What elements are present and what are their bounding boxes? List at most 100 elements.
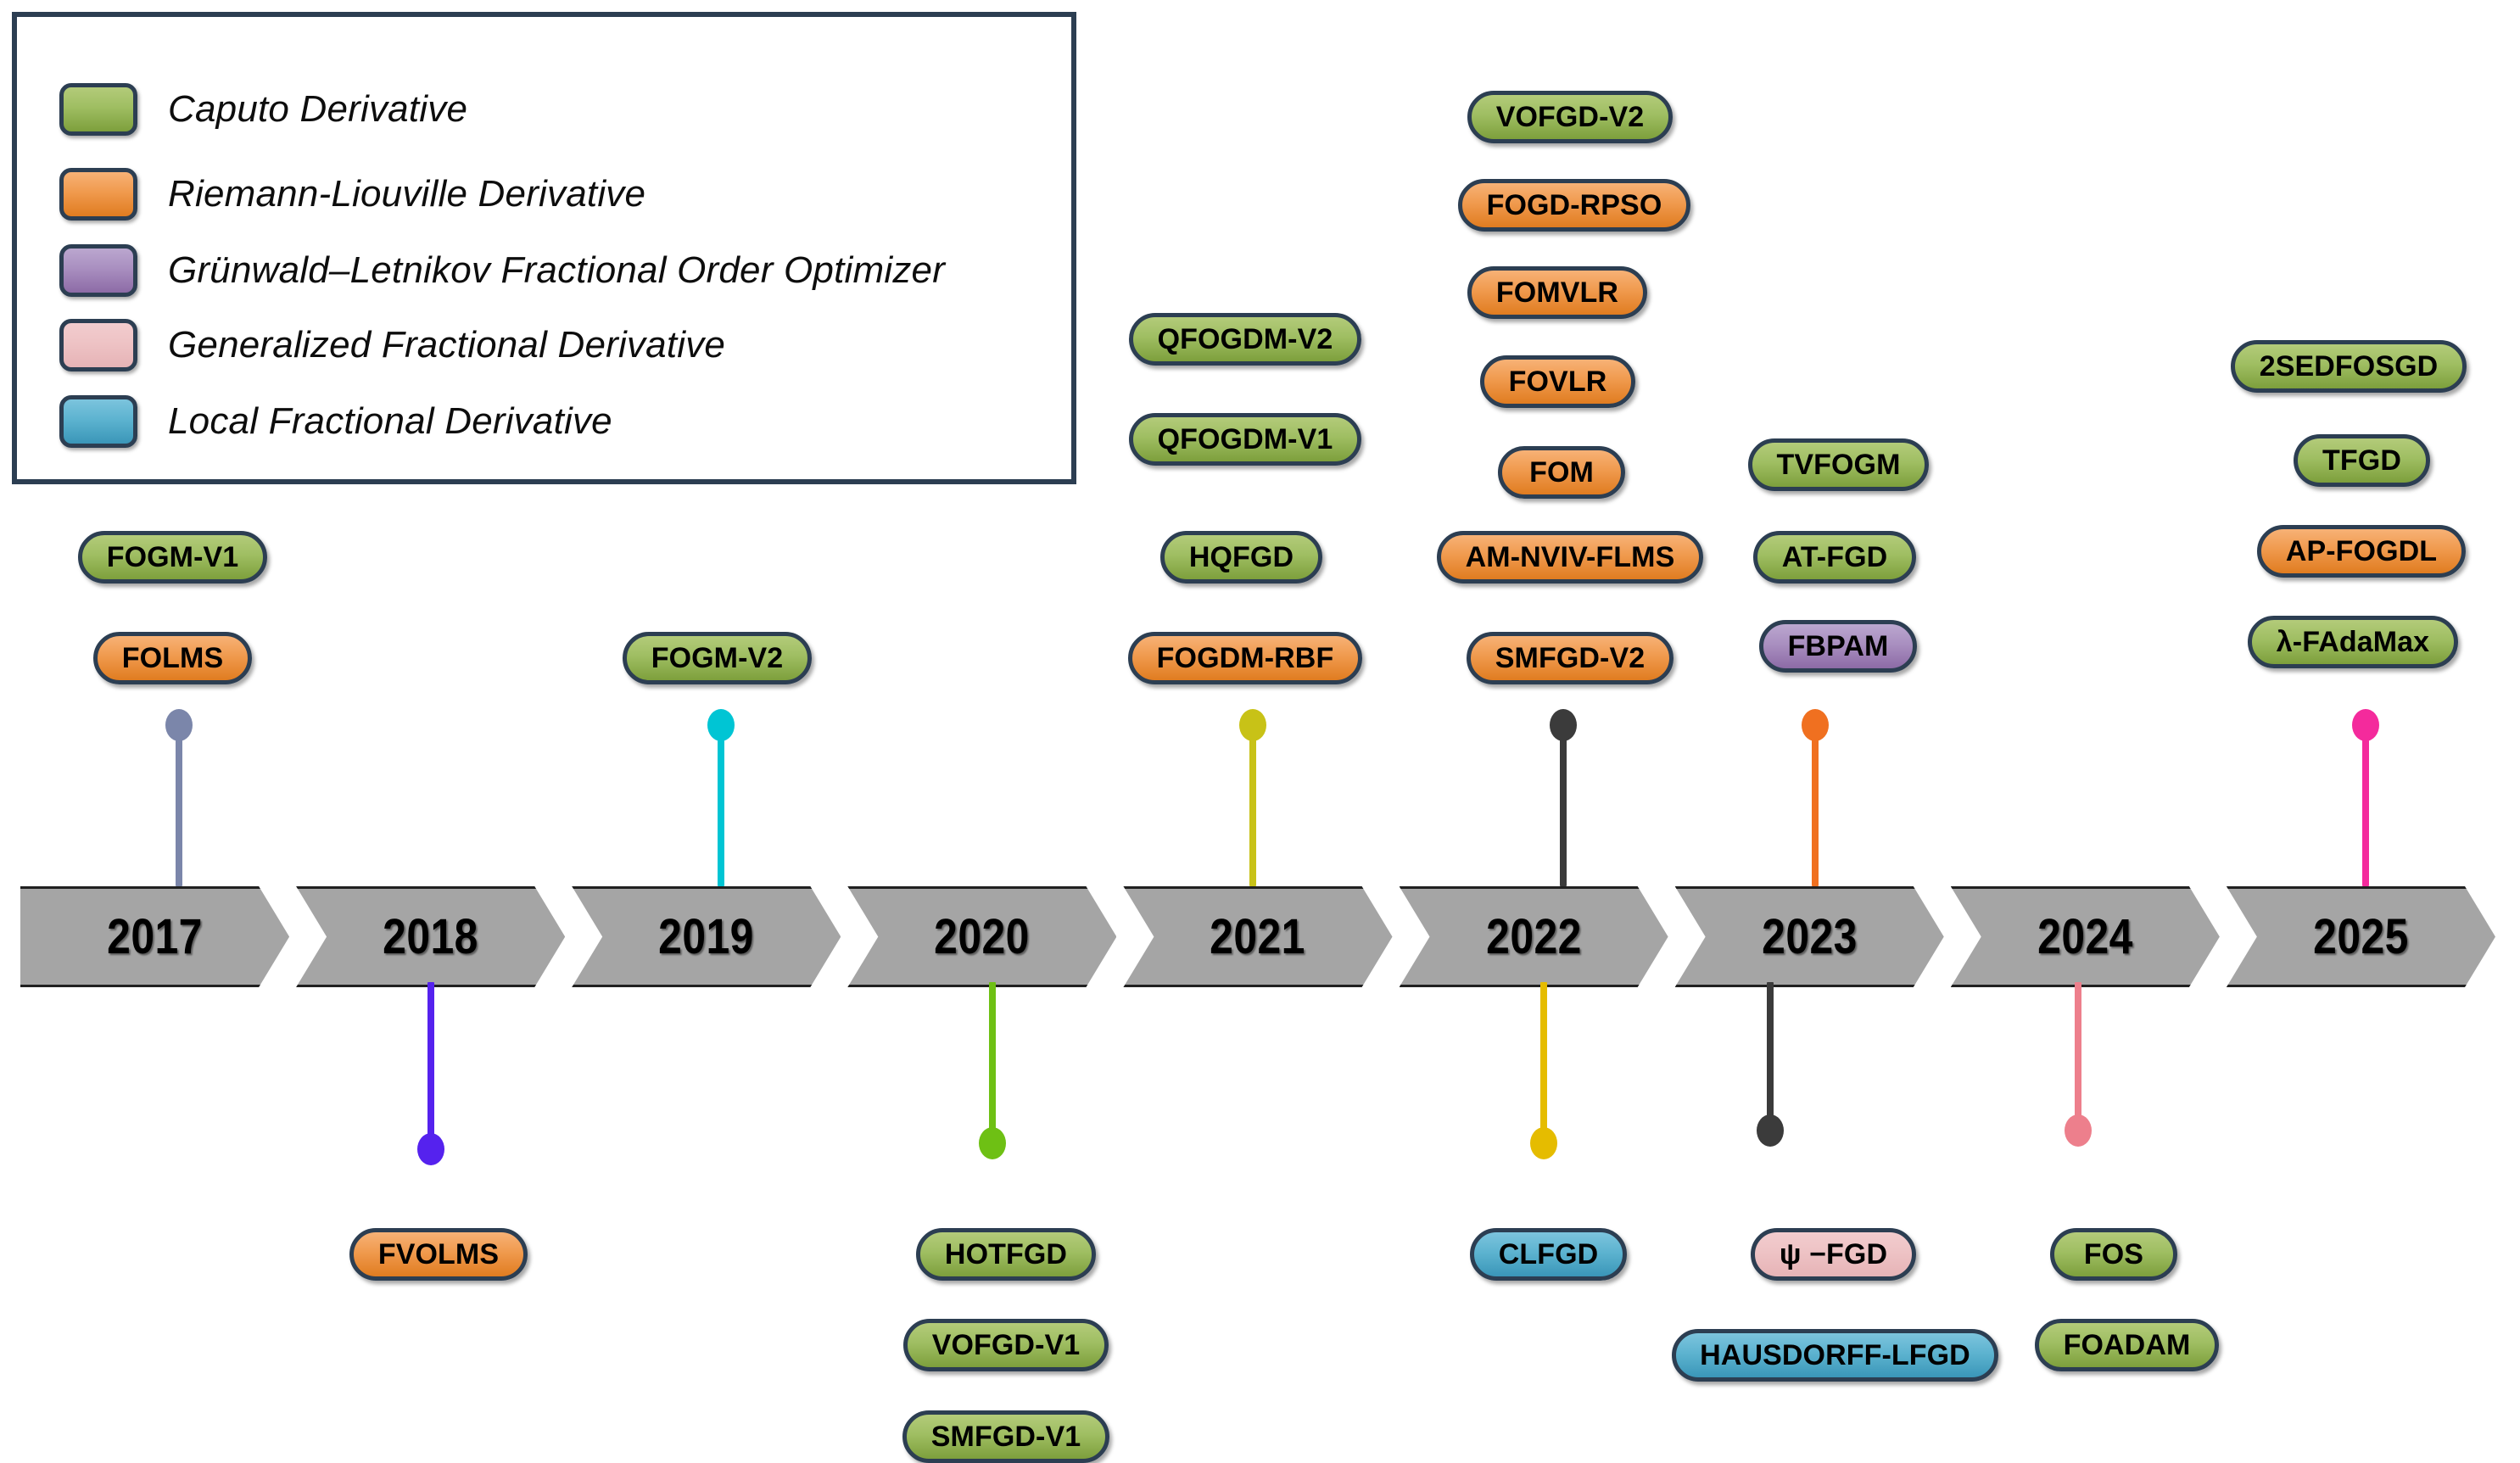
method-pill--fgd[interactable]: ψ −FGD	[1751, 1228, 1916, 1281]
method-pill-fogdm-rbf[interactable]: FOGDM-RBF	[1128, 632, 1362, 684]
timeline-year-2022[interactable]: 2022	[1399, 886, 1668, 987]
legend-swatch-gl-icon	[59, 244, 137, 297]
pin-stem-2017-top	[176, 725, 182, 886]
method-pill-label: SMFGD-V1	[930, 1420, 1081, 1453]
method-pill-label: FOGD-RPSO	[1486, 188, 1662, 221]
method-pill-label: CLFGD	[1498, 1237, 1599, 1270]
method-pill-tvfogm[interactable]: TVFOGM	[1748, 438, 1929, 491]
timeline-year-2017[interactable]: 2017	[20, 886, 290, 987]
timeline-year-2023[interactable]: 2023	[1674, 886, 1944, 987]
timeline-year-2021[interactable]: 2021	[1123, 886, 1393, 987]
year-label: 2025	[2313, 909, 2409, 964]
timeline-year-2018[interactable]: 2018	[296, 886, 566, 987]
method-pill-vofgd-v2[interactable]: VOFGD-V2	[1467, 91, 1673, 143]
year-label: 2024	[2037, 909, 2133, 964]
year-label: 2018	[383, 909, 478, 964]
method-pill-smfgd-v2[interactable]: SMFGD-V2	[1467, 632, 1673, 684]
method-pill-fvolms[interactable]: FVOLMS	[349, 1228, 528, 1281]
method-pill-ap-fogdl[interactable]: AP-FOGDL	[2257, 525, 2466, 578]
method-pill-hqfgd[interactable]: HQFGD	[1160, 531, 1322, 584]
method-pill-label: TFGD	[2322, 444, 2401, 477]
pin-dot-2018-bottom	[417, 1133, 444, 1165]
method-pill-label: AT-FGD	[1781, 540, 1888, 573]
year-label: 2020	[934, 909, 1031, 964]
method-pill-label: QFOGDM-V1	[1157, 422, 1333, 455]
method-pill-fogm-v1[interactable]: FOGM-V1	[78, 531, 267, 584]
year-label: 2023	[1761, 909, 1858, 964]
legend-item-label: Caputo Derivative	[168, 88, 468, 130]
method-pill-label: HAUSDORFF-LFGD	[1700, 1338, 1970, 1371]
method-pill-tfgd[interactable]: TFGD	[2294, 434, 2430, 487]
method-pill--fadamax[interactable]: λ-FAdaMax	[2248, 616, 2458, 668]
method-pill-am-nviv-flms[interactable]: AM-NVIV-FLMS	[1437, 531, 1703, 584]
pin-dot-2024-bottom	[2065, 1114, 2092, 1147]
method-pill-fbpam[interactable]: FBPAM	[1759, 620, 1917, 673]
method-pill-folms[interactable]: FOLMS	[93, 632, 252, 684]
method-pill-fomvlr[interactable]: FOMVLR	[1467, 266, 1647, 319]
method-pill-label: 2SEDFOSGD	[2259, 349, 2439, 383]
method-pill-label: VOFGD-V1	[931, 1328, 1081, 1361]
pin-stem-2021-top	[1249, 725, 1256, 886]
method-pill-label: FOM	[1529, 455, 1594, 489]
pin-stem-2019-top	[718, 725, 724, 886]
legend-swatch-gen-icon	[59, 319, 137, 371]
method-pill-fogm-v2[interactable]: FOGM-V2	[623, 632, 812, 684]
method-pill-label: FOGM-V2	[651, 641, 784, 674]
method-pill-fovlr[interactable]: FOVLR	[1480, 355, 1635, 408]
method-pill-label: SMFGD-V2	[1495, 641, 1646, 674]
timeline-band: 2017 2018 2019 2020 2021 2022 2023 2024 2025	[20, 886, 2502, 987]
method-pill-at-fgd[interactable]: AT-FGD	[1753, 531, 1916, 584]
method-pill-clfgd[interactable]: CLFGD	[1470, 1228, 1627, 1281]
legend-item-rl: Riemann-Liouville Derivative	[59, 168, 645, 221]
legend-item-label: Grünwald–Letnikov Fractional Order Optim…	[168, 249, 946, 291]
method-pill-2sedfosgd[interactable]: 2SEDFOSGD	[2231, 340, 2467, 393]
pin-dot-2019-top	[707, 709, 735, 741]
method-pill-hausdorff-lfgd[interactable]: HAUSDORFF-LFGD	[1672, 1329, 1998, 1382]
method-pill-fom[interactable]: FOM	[1498, 446, 1625, 499]
year-label: 2022	[1485, 909, 1582, 964]
method-pill-label: λ-FAdaMax	[2276, 625, 2430, 658]
legend-item-label: Riemann-Liouville Derivative	[168, 173, 646, 215]
pin-dot-2020-bottom	[979, 1127, 1006, 1159]
timeline-year-2019[interactable]: 2019	[572, 886, 841, 987]
legend-swatch-caputo-icon	[59, 83, 137, 136]
pin-stem-2025-top	[2362, 725, 2369, 886]
year-label: 2017	[107, 909, 203, 964]
method-pill-label: ψ −FGD	[1779, 1237, 1888, 1270]
method-pill-label: AP-FOGDL	[2285, 534, 2438, 567]
pin-stem-2024-bottom	[2075, 982, 2081, 1131]
method-pill-label: FOGM-V1	[106, 540, 239, 573]
method-pill-hotfgd[interactable]: HOTFGD	[916, 1228, 1096, 1281]
method-pill-label: FOVLR	[1508, 365, 1607, 398]
method-pill-qfogdm-v1[interactable]: QFOGDM-V1	[1129, 413, 1361, 466]
method-pill-vofgd-v1[interactable]: VOFGD-V1	[903, 1319, 1109, 1371]
pin-stem-2023-bottom	[1767, 982, 1774, 1131]
method-pill-label: QFOGDM-V2	[1157, 322, 1333, 355]
pin-dot-2025-top	[2352, 709, 2379, 741]
method-pill-label: FOGDM-RBF	[1156, 641, 1334, 674]
method-pill-foadam[interactable]: FOADAM	[2035, 1319, 2219, 1371]
pin-dot-2023-bottom	[1757, 1114, 1784, 1147]
method-pill-label: TVFOGM	[1776, 448, 1901, 481]
method-pill-fos[interactable]: FOS	[2050, 1228, 2177, 1281]
legend-item-local: Local Fractional Derivative	[59, 395, 612, 448]
method-pill-label: FOADAM	[2063, 1328, 2191, 1361]
method-pill-label: HQFGD	[1188, 540, 1294, 573]
timeline-year-2024[interactable]: 2024	[1950, 886, 2220, 987]
method-pill-label: HOTFGD	[944, 1237, 1068, 1270]
method-pill-qfogdm-v2[interactable]: QFOGDM-V2	[1129, 313, 1361, 366]
timeline-year-2025[interactable]: 2025	[2226, 886, 2495, 987]
legend-item-gen: Generalized Fractional Derivative	[59, 319, 725, 371]
method-pill-label: FBPAM	[1787, 629, 1889, 662]
method-pill-fogd-rpso[interactable]: FOGD-RPSO	[1458, 179, 1690, 232]
pin-stem-2022-top	[1560, 725, 1567, 886]
pin-dot-2022-top	[1550, 709, 1577, 741]
method-pill-smfgd-v1[interactable]: SMFGD-V1	[902, 1410, 1109, 1463]
pin-dot-2022-bottom	[1530, 1127, 1557, 1159]
year-label: 2021	[1210, 909, 1306, 964]
timeline-year-2020[interactable]: 2020	[847, 886, 1117, 987]
pin-stem-2020-bottom	[989, 982, 996, 1143]
method-pill-label: FOS	[2083, 1237, 2144, 1270]
